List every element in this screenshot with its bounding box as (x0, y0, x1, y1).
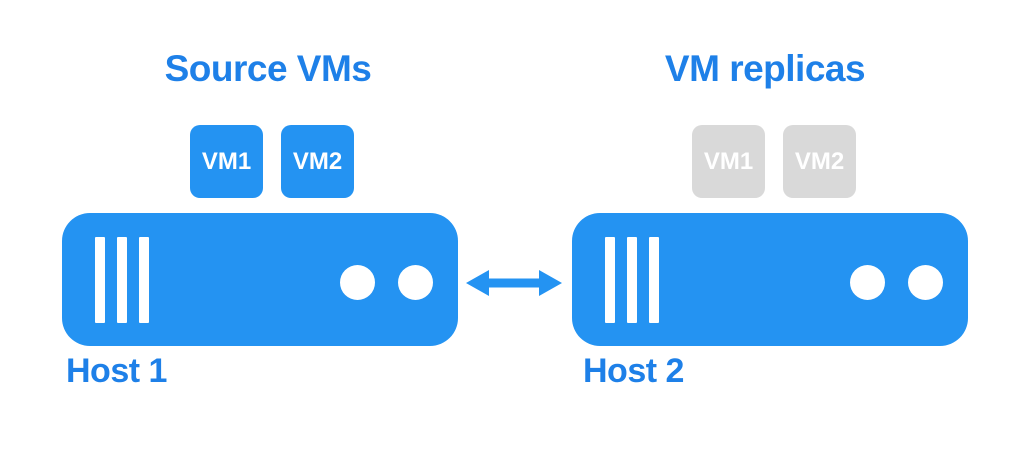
server-led-icon (340, 265, 375, 300)
vm-replicas-title: VM replicas (664, 48, 866, 89)
server-led-icon (908, 265, 943, 300)
bidirectional-arrow-icon (466, 270, 562, 296)
source-vm1-box: VM1 (190, 125, 263, 198)
replica-vm1-label: VM1 (703, 147, 754, 175)
replica-vm1-box: VM1 (692, 125, 765, 198)
source-vm2-box: VM2 (281, 125, 354, 198)
source-vm1-label: VM1 (201, 147, 252, 175)
host1-server-icon (62, 213, 458, 346)
server-led-icon (398, 265, 433, 300)
source-vms-title: Source VMs (164, 48, 372, 89)
server-led-icon (850, 265, 885, 300)
replica-vm2-label: VM2 (794, 147, 845, 175)
replica-vm2-box: VM2 (783, 125, 856, 198)
host2-server-icon (572, 213, 968, 346)
host1-label: Host 1 (66, 352, 167, 390)
source-vm2-label: VM2 (292, 147, 343, 175)
server-vent-bars-icon (605, 237, 659, 323)
server-vent-bars-icon (95, 237, 149, 323)
host2-label: Host 2 (583, 352, 684, 390)
